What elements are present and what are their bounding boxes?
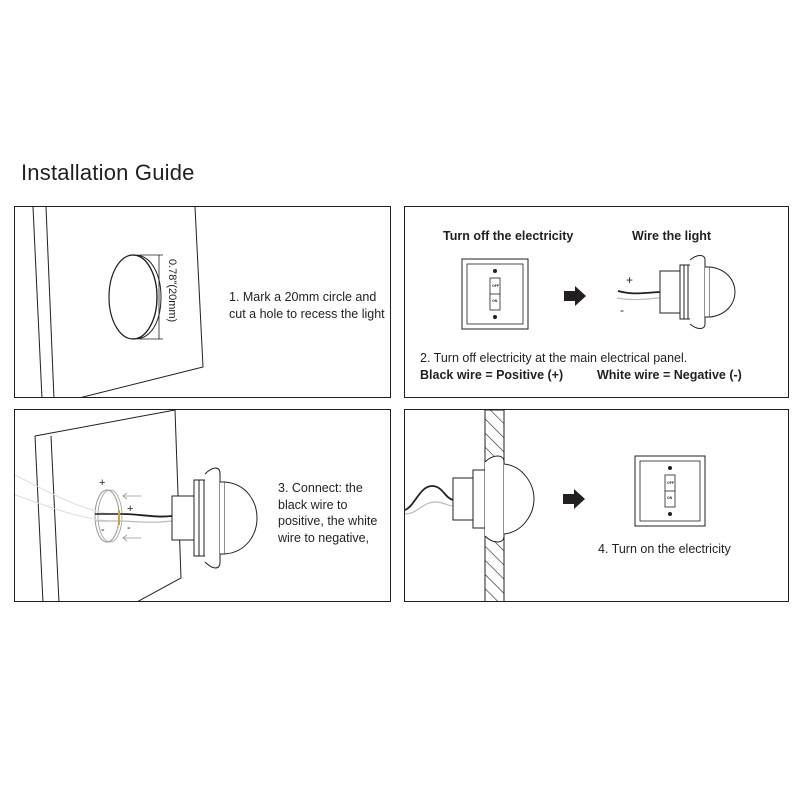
arrow-right-icon (564, 286, 586, 306)
wire-minus-sign: - (127, 522, 131, 534)
switch-on-label: ON (667, 496, 673, 500)
wire-light-heading: Wire the light (632, 229, 712, 243)
step-1-text: 1. Mark a 20mm circle and cut a hole to … (229, 290, 385, 321)
step-3-panel: + - + - 3. Connect: the black wire to po… (14, 409, 391, 602)
wire-legend: Black wire = Positive (+) White wire = N… (420, 367, 780, 384)
step-2-text: 2. Turn off electricity at the main elec… (420, 351, 688, 365)
switch-off-label: OFF (492, 284, 499, 288)
black-wire-label: Black wire = Positive (+) (420, 368, 564, 382)
step-1-panel: 0.78"(20mm) 1. Mark a 20mm circle and cu… (14, 206, 391, 398)
plus-sign: + (626, 273, 634, 287)
connect-wires-illustration (15, 410, 258, 601)
turn-on-illustration (405, 410, 706, 601)
turn-off-heading: Turn off the electricity (443, 229, 574, 243)
switch-on-label: ON (492, 299, 498, 303)
arrow-right-icon (563, 489, 585, 509)
switch-off-icon (461, 258, 529, 330)
minus-sign: - (620, 303, 624, 317)
switch-on-icon (634, 455, 706, 527)
wire-plus-sign: + (127, 503, 134, 515)
step-4-text: 4. Turn on the electricity (598, 542, 731, 556)
step-3-text: 3. Connect: the black wire to positive, … (278, 481, 378, 545)
step-2-panel: Turn off the electricity Wire the light (404, 206, 789, 398)
light-fixture-icon (171, 467, 258, 569)
wall-hole-illustration (32, 207, 204, 397)
switch-and-wiring-illustration (461, 255, 736, 330)
hole-plus-sign: + (99, 477, 106, 489)
step-4-panel: OFF ON 4. Turn on the electricity (404, 409, 789, 602)
light-fixture-icon (452, 455, 535, 543)
hole-minus-sign: - (101, 524, 105, 536)
light-fixture-icon (659, 255, 736, 329)
white-wire-label: White wire = Negative (-) (597, 368, 742, 382)
hole-dimension-label: 0.78"(20mm) (166, 259, 178, 323)
switch-off-label: OFF (667, 481, 674, 485)
page-title: Installation Guide (21, 160, 195, 185)
